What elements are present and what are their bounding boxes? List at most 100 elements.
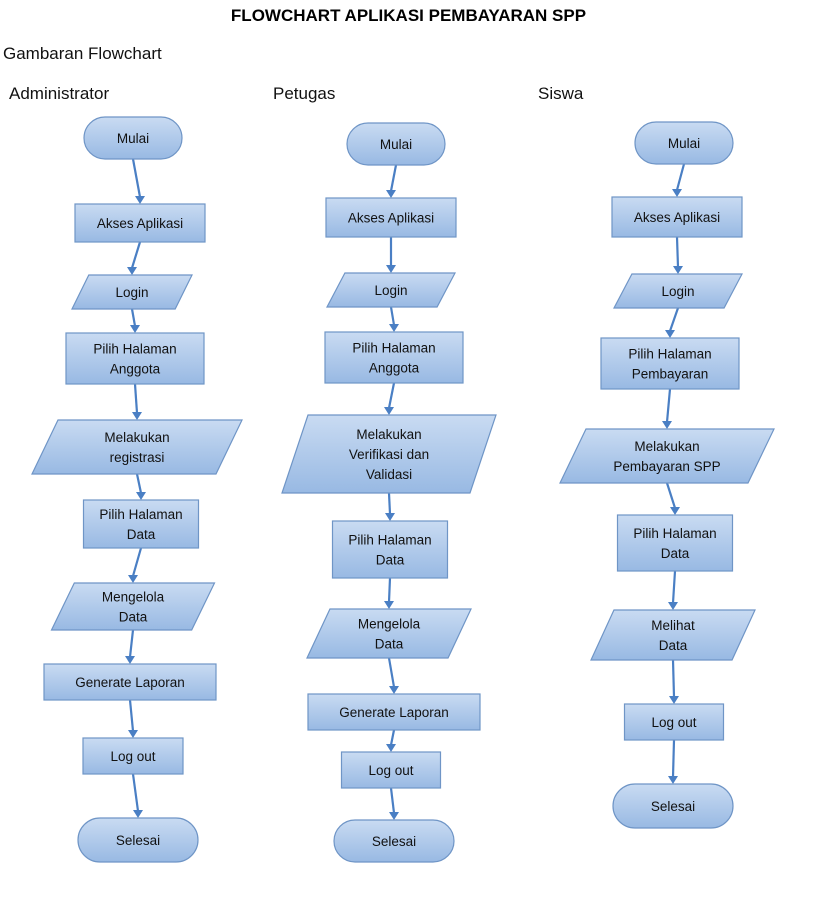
page-title: FLOWCHART APLIKASI PEMBAYARAN SPP — [230, 6, 587, 25]
administrator-step-akses-aplikasi — [74, 203, 206, 243]
flow-arrow — [133, 383, 139, 414]
arrowhead-icon — [668, 776, 678, 784]
arrowhead-icon — [386, 265, 396, 273]
administrator-step-pilih-halaman-anggota — [65, 332, 205, 385]
arrowhead-icon — [665, 330, 675, 338]
petugas-step-generate-laporan — [307, 693, 481, 731]
flow-arrow — [665, 482, 677, 509]
lane-label-petugas: Petugas — [273, 84, 336, 103]
arrowhead-icon — [670, 507, 680, 515]
flow-arrow — [389, 729, 396, 746]
administrator-step-log-out — [82, 737, 184, 775]
administrator-step-label: Generate Laporan — [75, 675, 185, 690]
siswa-step-log-out — [623, 703, 725, 741]
petugas-step-label: Login — [374, 283, 407, 298]
lane-label-siswa: Siswa — [538, 84, 584, 103]
siswa-step-login — [613, 273, 743, 309]
arrowhead-icon — [128, 575, 138, 583]
administrator-step-mengelola-data — [50, 582, 216, 631]
flow-arrow — [387, 577, 392, 603]
petugas-step-melakukan-verifikasi-dan-validasi — [281, 414, 497, 494]
arrowhead-icon — [662, 421, 672, 429]
arrowhead-icon — [384, 601, 394, 609]
petugas-step-label: Log out — [368, 763, 413, 778]
administrator-step-mulai — [83, 116, 183, 160]
arrowhead-icon — [130, 325, 140, 333]
flow-arrow — [671, 739, 676, 778]
arrowhead-icon — [132, 412, 142, 420]
arrowhead-icon — [673, 266, 683, 274]
siswa-step-label: Akses Aplikasi — [634, 210, 720, 225]
administrator-step-login — [71, 274, 193, 310]
arrowhead-icon — [127, 267, 137, 275]
siswa-step-label: Login — [661, 284, 694, 299]
siswa-step-selesai — [612, 783, 734, 829]
flow-arrow — [131, 158, 142, 198]
arrowhead-icon — [385, 513, 395, 521]
administrator-step-melakukan-registrasi — [31, 419, 243, 475]
arrowhead-icon — [386, 190, 396, 198]
lane-label-administrator: Administrator — [9, 84, 110, 103]
flow-arrow — [665, 388, 672, 423]
administrator-step-label: Mulai — [117, 131, 149, 146]
arrowhead-icon — [125, 656, 135, 664]
arrowhead-icon — [389, 812, 399, 820]
administrator-step-label: Akses Aplikasi — [97, 216, 183, 231]
siswa-step-pilih-halaman-pembayaran — [600, 337, 740, 390]
flow-arrow — [675, 163, 686, 191]
petugas-step-login — [326, 272, 456, 308]
flow-arrow — [387, 382, 396, 409]
siswa-step-pilih-halaman-data — [616, 514, 734, 572]
siswa-step-label: Mulai — [668, 136, 700, 151]
petugas-step-mengelola-data — [306, 608, 472, 659]
flow-arrow — [389, 787, 396, 814]
siswa-step-label: Selesai — [651, 799, 695, 814]
petugas-step-mulai — [346, 122, 446, 166]
flow-arrow — [671, 570, 677, 604]
arrowhead-icon — [669, 696, 679, 704]
administrator-step-label: Selesai — [116, 833, 160, 848]
siswa-step-akses-aplikasi — [611, 196, 743, 238]
arrowhead-icon — [136, 492, 146, 500]
siswa-step-melakukan-pembayaran-spp — [559, 428, 775, 484]
arrowhead-icon — [668, 602, 678, 610]
flow-arrow — [387, 657, 396, 688]
siswa-step-mulai — [634, 121, 734, 165]
flow-arrow — [671, 659, 676, 698]
petugas-step-log-out — [340, 751, 442, 789]
petugas-step-label: Generate Laporan — [339, 705, 449, 720]
arrowhead-icon — [389, 324, 399, 332]
flow-arrow — [135, 473, 143, 494]
flow-arrow — [130, 308, 137, 327]
arrowhead-icon — [128, 730, 138, 738]
arrowhead-icon — [133, 810, 143, 818]
flow-arrow — [131, 773, 140, 812]
petugas-step-pilih-halaman-anggota — [324, 331, 464, 384]
administrator-step-generate-laporan — [43, 663, 217, 701]
administrator-step-selesai — [77, 817, 199, 863]
arrowhead-icon — [386, 744, 396, 752]
petugas-step-akses-aplikasi — [325, 197, 457, 238]
petugas-step-selesai — [333, 819, 455, 863]
arrowhead-icon — [384, 407, 394, 415]
petugas-step-label: Mulai — [380, 137, 412, 152]
siswa-step-melihat-data — [590, 609, 756, 661]
administrator-step-label: Login — [115, 285, 148, 300]
flow-arrow — [387, 492, 392, 515]
arrowhead-icon — [135, 196, 145, 204]
flow-arrow — [131, 547, 143, 577]
petugas-step-label: Selesai — [372, 834, 416, 849]
petugas-step-pilih-halaman-data — [331, 520, 449, 579]
flow-arrow — [675, 236, 680, 268]
